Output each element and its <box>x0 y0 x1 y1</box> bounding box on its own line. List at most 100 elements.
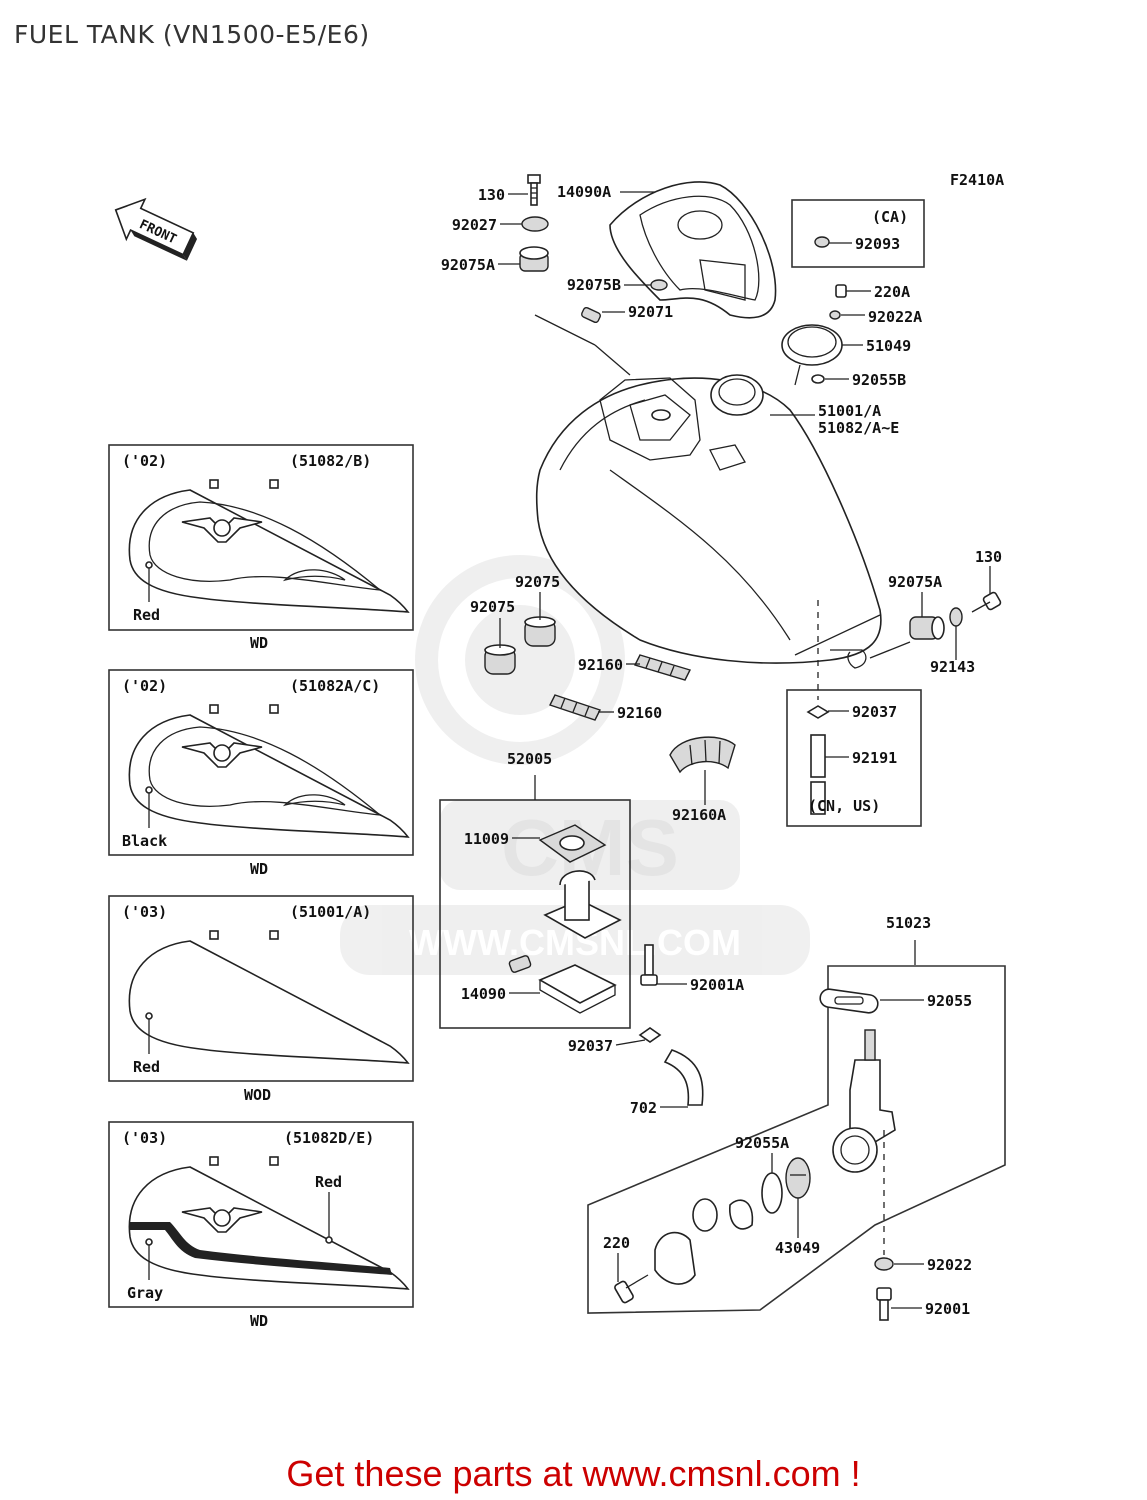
petcock-body <box>832 1029 896 1173</box>
svg-text:92160A: 92160A <box>672 806 726 824</box>
svg-text:92075A: 92075A <box>888 573 942 591</box>
washer-92022 <box>874 1257 894 1271</box>
svg-text:702: 702 <box>630 1099 657 1117</box>
bolt-92001 <box>876 1287 892 1321</box>
cushion-92160-a <box>634 654 691 681</box>
svg-text:Red: Red <box>315 1173 342 1191</box>
svg-text:(CN, US): (CN, US) <box>808 797 880 815</box>
svg-text:130: 130 <box>975 548 1002 566</box>
damper-92075a-top <box>519 246 549 272</box>
svg-text:92001A: 92001A <box>690 976 744 994</box>
washer-92022a <box>829 310 841 320</box>
washer-92027 <box>521 216 549 232</box>
svg-text:92160: 92160 <box>617 704 662 722</box>
svg-text:92055: 92055 <box>927 992 972 1010</box>
variant-panel-3: ('03) (51001/A) Red WOD <box>108 895 414 1104</box>
svg-text:51023: 51023 <box>886 914 931 932</box>
svg-text:51082/A~E: 51082/A~E <box>818 419 899 437</box>
variant-panel-2: ('02) (51082A/C) Black WD <box>108 669 414 878</box>
svg-text:(CA): (CA) <box>872 208 908 226</box>
footer-link-text[interactable]: Get these parts at www.cmsnl.com ! <box>286 1453 861 1494</box>
oring-92055b <box>811 374 825 384</box>
gasket-11009 <box>538 824 607 863</box>
svg-text:92075: 92075 <box>470 598 515 616</box>
svg-text:Red: Red <box>133 1058 160 1076</box>
gasket-43049 <box>785 1157 811 1199</box>
hose-702 <box>663 1049 704 1106</box>
svg-text:51049: 51049 <box>866 337 911 355</box>
cn-us-box <box>786 689 922 827</box>
fuel-tank-51001 <box>535 374 882 669</box>
seal-ring <box>692 1198 718 1232</box>
callout-labels: 130 14090A 92027 92075A 92075B 92071 (CA… <box>441 183 1002 1318</box>
hose-92191 <box>810 734 826 815</box>
svg-text:WOD: WOD <box>244 1086 271 1104</box>
pump-body <box>543 870 622 939</box>
figure-code: F2410A <box>950 171 1004 189</box>
svg-text:92037: 92037 <box>568 1037 613 1055</box>
bolt-220a <box>835 284 856 298</box>
fitting-left <box>508 955 532 973</box>
svg-text:(51082A/C): (51082A/C) <box>290 677 380 695</box>
plate-part <box>654 1231 696 1285</box>
svg-text:WD: WD <box>250 1312 268 1330</box>
gasket-51049 <box>781 324 843 366</box>
ca-box <box>791 199 925 268</box>
svg-text:14090: 14090 <box>461 985 506 1003</box>
emblem-icon <box>181 742 263 768</box>
clip-92037-right <box>806 705 830 719</box>
svg-text:92071: 92071 <box>628 303 673 321</box>
svg-text:130: 130 <box>478 186 505 204</box>
gasket-92055 <box>819 988 879 1014</box>
variant-panel-1: ('02) (51082/B) Red WD <box>108 444 414 652</box>
svg-text:92075A: 92075A <box>441 256 495 274</box>
svg-text:Gray: Gray <box>127 1284 163 1302</box>
page-title: FUEL TANK (VN1500-E5/E6) <box>14 20 370 49</box>
svg-text:11009: 11009 <box>464 830 509 848</box>
oring-92055a <box>761 1172 783 1214</box>
svg-text:('02): ('02) <box>122 677 167 695</box>
front-arrow-icon: FRONT <box>114 197 198 261</box>
svg-text:(51001/A): (51001/A) <box>290 903 371 921</box>
svg-text:92075B: 92075B <box>567 276 621 294</box>
svg-text:('03): ('03) <box>122 1129 167 1147</box>
grommet-92075b <box>650 279 668 291</box>
svg-text:51001/A: 51001/A <box>818 402 881 420</box>
washer-92093 <box>814 236 830 248</box>
emblem-icon <box>181 1207 263 1233</box>
damper-92075-right <box>524 616 556 647</box>
svg-text:92001: 92001 <box>925 1300 970 1318</box>
bolt-220 <box>614 1274 649 1304</box>
cushion-92160a <box>669 736 736 774</box>
svg-text:WD: WD <box>250 860 268 878</box>
svg-text:Black: Black <box>122 832 167 850</box>
petcock-assembly-box <box>587 965 1006 1314</box>
exploded-parts-diagram: CMS WWW.CMSNL.COM F2410A FRONT <box>108 171 1006 1330</box>
variant-panel-4: ('03) (51082D/E) Red Gray WD <box>108 1121 414 1330</box>
svg-text:('03): ('03) <box>122 903 167 921</box>
svg-text:92143: 92143 <box>930 658 975 676</box>
svg-text:92037: 92037 <box>852 703 897 721</box>
cushion-92160-b <box>549 694 601 721</box>
svg-text:220: 220 <box>603 1234 630 1252</box>
lever-part <box>729 1199 754 1230</box>
washer-92143 <box>949 607 963 627</box>
damper-92075a-right <box>909 616 945 640</box>
svg-text:(51082/B): (51082/B) <box>290 452 371 470</box>
svg-text:('02): ('02) <box>122 452 167 470</box>
svg-text:92055A: 92055A <box>735 1134 789 1152</box>
svg-text:92191: 92191 <box>852 749 897 767</box>
svg-text:43049: 43049 <box>775 1239 820 1257</box>
bolt-130-top <box>527 174 541 206</box>
svg-text:Red: Red <box>133 606 160 624</box>
svg-text:92022: 92022 <box>927 1256 972 1274</box>
damper-92075-left <box>484 644 516 675</box>
bolt-130-right <box>971 591 1002 613</box>
svg-text:92027: 92027 <box>452 216 497 234</box>
clip-92037-bottom <box>638 1027 662 1043</box>
emblem-icon <box>181 517 263 543</box>
svg-text:220A: 220A <box>874 283 910 301</box>
svg-text:WD: WD <box>250 634 268 652</box>
svg-text:92055B: 92055B <box>852 371 906 389</box>
svg-text:14090A: 14090A <box>557 183 611 201</box>
